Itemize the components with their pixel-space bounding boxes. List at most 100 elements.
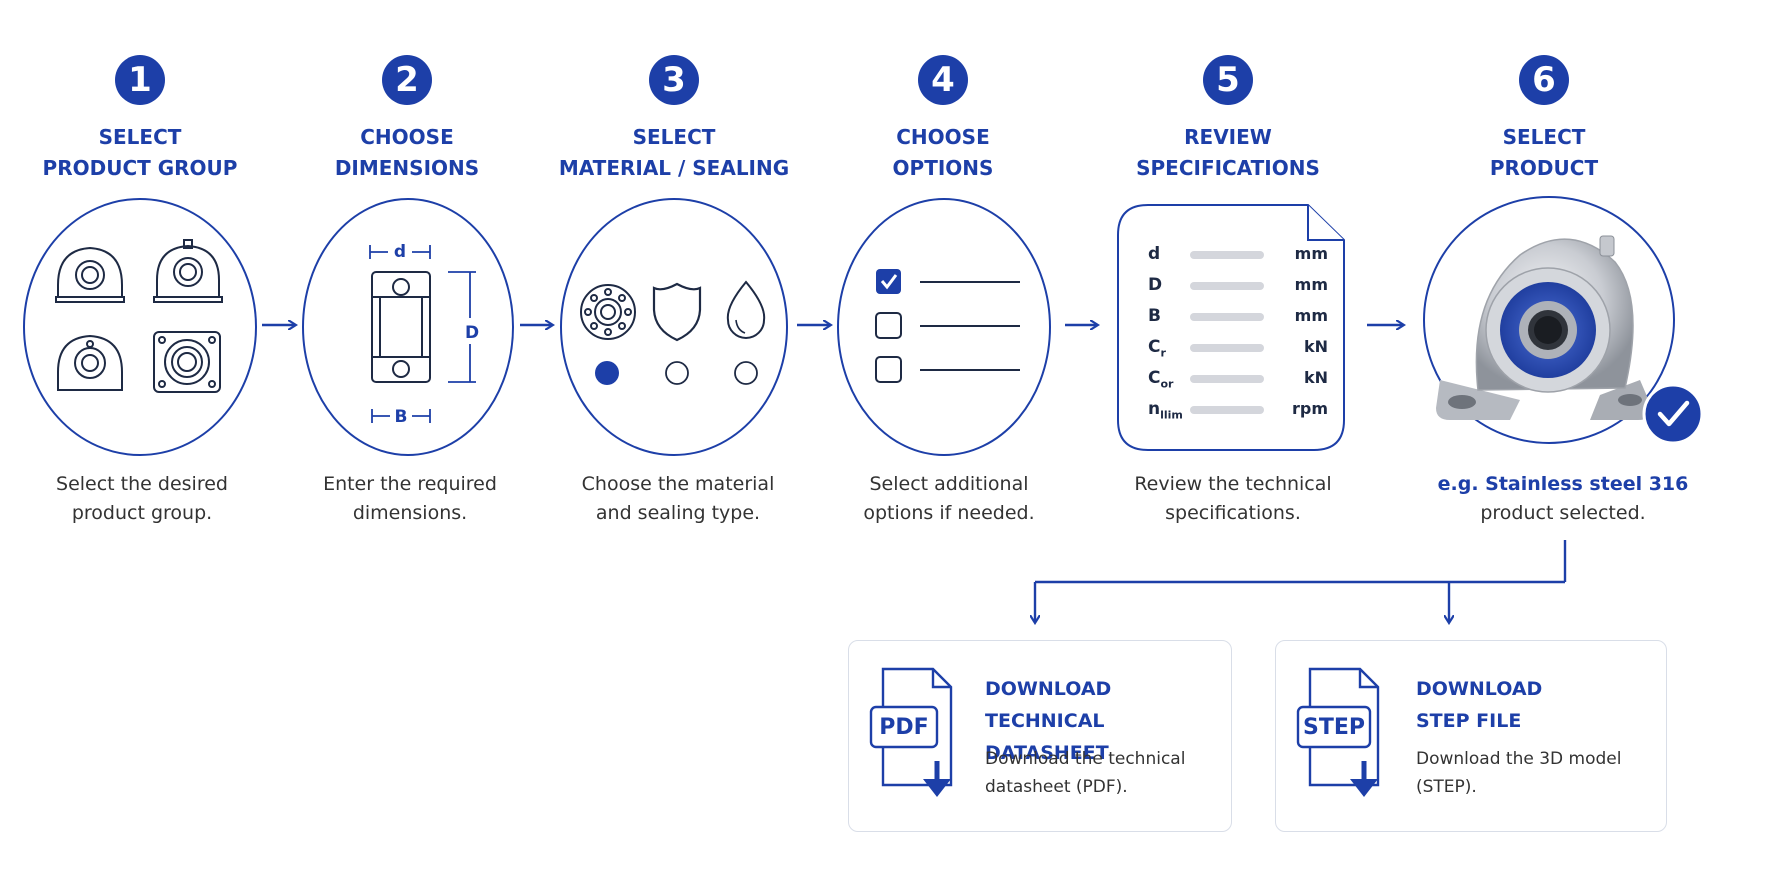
step-5-description: Review the technical specifications. bbox=[1103, 470, 1363, 528]
spec-unit: mm bbox=[1294, 306, 1328, 325]
spec-row: Cr kN bbox=[1148, 333, 1328, 364]
shield-icon bbox=[652, 282, 702, 342]
step-6-description: e.g. Stainless steel 316 product selecte… bbox=[1413, 470, 1713, 528]
step-6-title-line1: SELECT bbox=[1502, 125, 1586, 149]
spec-symbol: d bbox=[1148, 244, 1161, 264]
step-3-number-badge: 3 bbox=[649, 55, 699, 105]
stainless-bearing-unit-image bbox=[1436, 235, 1652, 420]
step-2-title: CHOOSE DIMENSIONS bbox=[277, 122, 537, 184]
step-3-material-sealing-illustration bbox=[560, 198, 788, 456]
step-5-title-line2: SPECIFICATIONS bbox=[1136, 156, 1320, 180]
selected-checkmark-badge bbox=[1642, 383, 1704, 445]
dimension-B-label: B bbox=[395, 407, 408, 427]
download-step-title-line2: STEP FILE bbox=[1416, 710, 1522, 732]
spec-symbol-sub: llim bbox=[1160, 408, 1183, 422]
step-1-title-line1: SELECT bbox=[98, 125, 182, 149]
step-2-title-line2: DIMENSIONS bbox=[334, 156, 480, 180]
step-4-number-badge: 4 bbox=[918, 55, 968, 105]
spec-row: D mm bbox=[1148, 271, 1328, 302]
option-checkbox-2[interactable] bbox=[875, 312, 902, 339]
step-4-title: CHOOSE OPTIONS bbox=[813, 122, 1073, 184]
download-step-desc-line2: (STEP). bbox=[1416, 777, 1477, 797]
step-4-options-illustration bbox=[837, 198, 1051, 456]
step-5-specifications-document bbox=[1117, 204, 1345, 451]
sealing-radio-drop[interactable] bbox=[734, 361, 758, 385]
step-1-description: Select the desired product group. bbox=[12, 470, 272, 528]
dimension-d-label: d bbox=[394, 242, 406, 262]
pdf-badge-label: PDF bbox=[879, 714, 929, 740]
download-datasheet-desc-line2: datasheet (PDF). bbox=[985, 777, 1128, 797]
step-5-title: REVIEW SPECIFICATIONS bbox=[1098, 122, 1358, 184]
step-6-number-badge: 6 bbox=[1519, 55, 1569, 105]
spec-unit: kN bbox=[1303, 368, 1328, 387]
download-step-title-line1: DOWNLOAD bbox=[1416, 678, 1543, 700]
step-4-title-line2: OPTIONS bbox=[892, 156, 994, 180]
step-1-product-group-illustration bbox=[23, 198, 257, 456]
step-2-dimensions-illustration: d D B bbox=[302, 198, 514, 456]
sealing-radio-shield[interactable] bbox=[665, 361, 689, 385]
step-2-description: Enter the required dimensions. bbox=[280, 470, 540, 528]
step-3-description: Choose the material and sealing type. bbox=[548, 470, 808, 528]
download-step-file-card[interactable]: STEP DOWNLOAD STEP FILE Download the 3D … bbox=[1275, 640, 1667, 832]
step-3-title-line2: MATERIAL / SEALING bbox=[558, 156, 790, 180]
spec-unit: mm bbox=[1294, 244, 1328, 263]
download-datasheet-card[interactable]: PDF DOWNLOAD TECHNICAL DATASHEET Downloa… bbox=[848, 640, 1232, 832]
spec-symbol: Cor bbox=[1148, 368, 1173, 390]
spec-unit: rpm bbox=[1291, 399, 1328, 418]
step-1-desc-line1: Select the desired bbox=[56, 473, 228, 495]
step-1-title: SELECT PRODUCT GROUP bbox=[10, 122, 270, 184]
step-3-desc-line2: and sealing type. bbox=[595, 502, 761, 524]
download-datasheet-title-line2: TECHNICAL DATASHEET bbox=[985, 710, 1109, 764]
step-1-desc-line2: product group. bbox=[71, 502, 213, 524]
download-branch-connector bbox=[1035, 540, 1567, 622]
pillow-block-icon bbox=[55, 246, 125, 303]
option-checkbox-checked[interactable] bbox=[876, 269, 901, 294]
spec-row: B mm bbox=[1148, 302, 1328, 333]
bearing-icon bbox=[580, 284, 636, 340]
download-datasheet-description: Download the technical datasheet (PDF). bbox=[985, 745, 1185, 801]
step-6-title: SELECT PRODUCT bbox=[1414, 122, 1674, 184]
step-5-number-badge: 5 bbox=[1203, 55, 1253, 105]
spec-symbol-sub: r bbox=[1160, 346, 1166, 360]
step-6-desc-line2: product selected. bbox=[1480, 502, 1646, 524]
spec-value-bar bbox=[1190, 282, 1264, 290]
step-2-number-badge: 2 bbox=[382, 55, 432, 105]
step-1-number-badge: 1 bbox=[115, 55, 165, 105]
step-4-desc-line2: options if needed. bbox=[863, 502, 1035, 524]
step-3-title-line1: SELECT bbox=[632, 125, 716, 149]
spec-symbol-main: C bbox=[1148, 368, 1161, 388]
round-flange-icon bbox=[57, 334, 123, 391]
step-4-desc-line1: Select additional bbox=[869, 473, 1029, 495]
material-radio-selected[interactable] bbox=[595, 361, 619, 385]
spec-value-bar bbox=[1190, 251, 1264, 259]
step-1-title-line2: PRODUCT GROUP bbox=[42, 156, 238, 180]
step-3-desc-line1: Choose the material bbox=[581, 473, 775, 495]
bearing-cross-section-icon bbox=[371, 271, 431, 383]
spec-value-bar bbox=[1190, 406, 1264, 414]
step-5-title-line1: REVIEW bbox=[1184, 125, 1272, 149]
download-datasheet-title-line1: DOWNLOAD bbox=[985, 678, 1112, 700]
spec-row: Cor kN bbox=[1148, 364, 1328, 395]
step-5-desc-line2: specifications. bbox=[1165, 502, 1301, 524]
download-datasheet-desc-line1: Download the technical bbox=[985, 749, 1186, 769]
step-4-title-line1: CHOOSE bbox=[896, 125, 990, 149]
spec-value-bar bbox=[1190, 344, 1264, 352]
step-2-desc-line2: dimensions. bbox=[352, 502, 468, 524]
spec-symbol-sub: or bbox=[1160, 377, 1174, 391]
option-checkbox-3[interactable] bbox=[875, 356, 902, 383]
spec-unit: kN bbox=[1303, 337, 1328, 356]
pdf-file-icon bbox=[869, 667, 953, 797]
drop-icon bbox=[726, 280, 766, 339]
step-badge-label: STEP bbox=[1302, 714, 1365, 740]
dimension-D-label: D bbox=[465, 323, 479, 343]
spec-row: nllim rpm bbox=[1148, 395, 1328, 426]
download-step-title: DOWNLOAD STEP FILE bbox=[1416, 673, 1542, 737]
spec-symbol-main: n bbox=[1148, 399, 1161, 419]
step-6-selected-product bbox=[1423, 196, 1704, 445]
spec-symbol: D bbox=[1148, 275, 1163, 295]
step-6-title-line2: PRODUCT bbox=[1489, 156, 1599, 180]
spec-symbol-main: C bbox=[1148, 337, 1161, 357]
square-flange-icon bbox=[153, 331, 221, 393]
